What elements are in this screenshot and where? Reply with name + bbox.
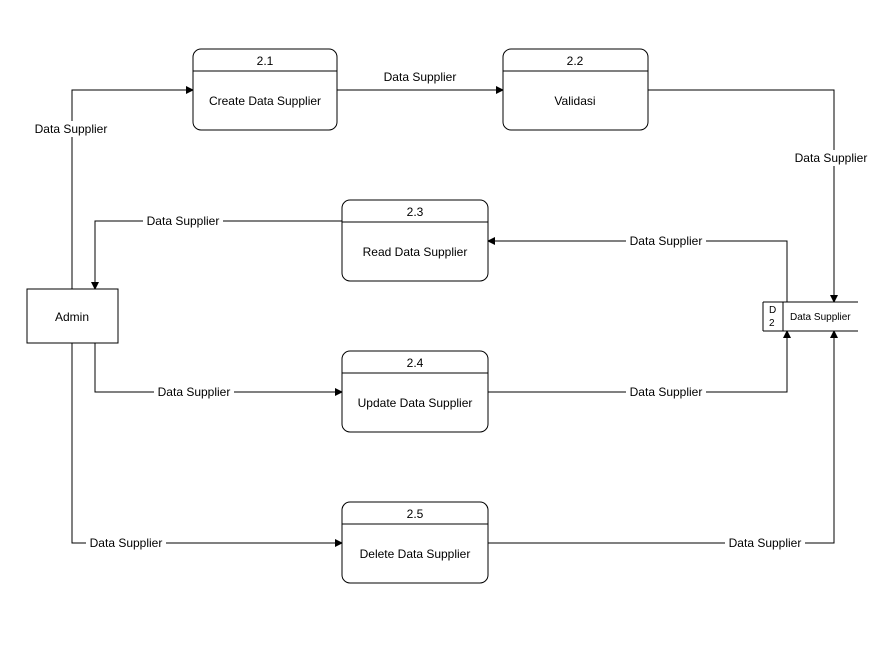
flow-line-store-to-read xyxy=(487,237,788,302)
process-id: 2.1 xyxy=(257,54,274,68)
svg-text:Data Supplier: Data Supplier xyxy=(630,234,703,248)
flow-line-admin-to-delete xyxy=(71,343,343,547)
flow-line-update-to-store xyxy=(488,330,791,393)
process-id: 2.4 xyxy=(407,356,424,370)
process-name: Update Data Supplier xyxy=(358,396,473,410)
flow-label-read-to-admin: Data Supplier xyxy=(143,212,223,228)
svg-text:Data Supplier: Data Supplier xyxy=(147,214,220,228)
flow-label-create-to-validasi: Data Supplier xyxy=(384,70,457,84)
entity-name: Admin xyxy=(55,310,89,324)
flow-label-admin-to-update: Data Supplier xyxy=(154,383,234,399)
svg-text:Data Supplier: Data Supplier xyxy=(90,536,163,550)
process-read-data-supplier[interactable]: 2.3 Read Data Supplier xyxy=(341,199,489,282)
process-name: Create Data Supplier xyxy=(209,94,321,108)
flow-line-admin-to-create xyxy=(71,86,194,289)
flow-label-delete-to-store: Data Supplier xyxy=(725,534,805,550)
datastore-name: Data Supplier xyxy=(790,312,851,323)
svg-text:Data Supplier: Data Supplier xyxy=(158,385,231,399)
svg-text:Data Supplier: Data Supplier xyxy=(630,385,703,399)
process-name: Validasi xyxy=(554,94,595,108)
flow-label-validasi-to-store: Data Supplier xyxy=(791,150,871,166)
process-update-data-supplier[interactable]: 2.4 Update Data Supplier xyxy=(341,350,489,433)
datastore-id: D xyxy=(769,305,776,316)
process-create-data-supplier[interactable]: 2.1 Create Data Supplier xyxy=(192,48,338,131)
process-delete-data-supplier[interactable]: 2.5 Delete Data Supplier xyxy=(341,501,489,584)
datastore-id-number: 2 xyxy=(769,318,775,329)
flow-label-update-to-store: Data Supplier xyxy=(626,383,706,399)
flow-label-store-to-read: Data Supplier xyxy=(626,232,706,248)
flow-line-read-to-admin xyxy=(91,220,342,290)
svg-text:Data Supplier: Data Supplier xyxy=(729,536,802,550)
svg-text:Data Supplier: Data Supplier xyxy=(35,122,108,136)
flow-line-validasi-to-store xyxy=(648,89,838,303)
process-id: 2.5 xyxy=(407,507,424,521)
process-validasi[interactable]: 2.2 Validasi xyxy=(502,48,649,131)
process-id: 2.2 xyxy=(567,54,584,68)
flow-label-admin-to-delete: Data Supplier xyxy=(86,534,166,550)
entity-admin[interactable]: Admin xyxy=(26,288,119,344)
process-name: Delete Data Supplier xyxy=(360,547,471,561)
flow-line-delete-to-store xyxy=(488,330,838,544)
svg-text:Data Supplier: Data Supplier xyxy=(384,70,457,84)
svg-text:Data Supplier: Data Supplier xyxy=(795,151,868,165)
process-name: Read Data Supplier xyxy=(363,245,468,259)
datastore-data-supplier[interactable]: D 2 Data Supplier xyxy=(762,301,859,332)
process-id: 2.3 xyxy=(407,205,424,219)
flow-line-admin-to-update xyxy=(94,343,343,396)
flow-label-admin-to-create: Data Supplier xyxy=(31,121,111,137)
